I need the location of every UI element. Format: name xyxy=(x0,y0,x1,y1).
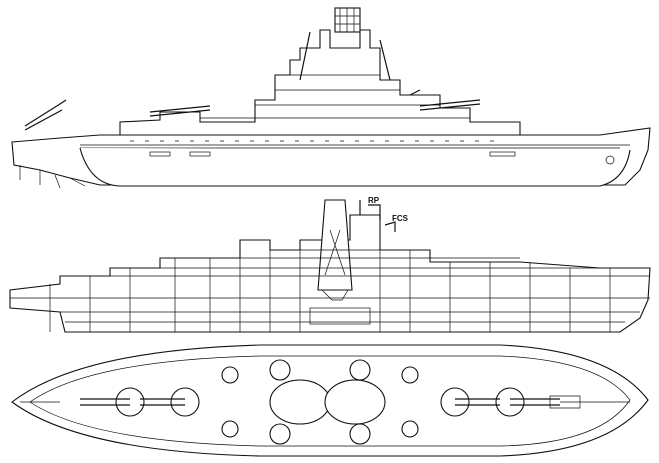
inboard-profile: RP FCS xyxy=(9,196,651,333)
label-fcs: FCS xyxy=(392,214,409,223)
outboard-profile xyxy=(11,7,651,189)
label-rp: RP xyxy=(368,196,380,205)
plan-view xyxy=(11,344,649,457)
